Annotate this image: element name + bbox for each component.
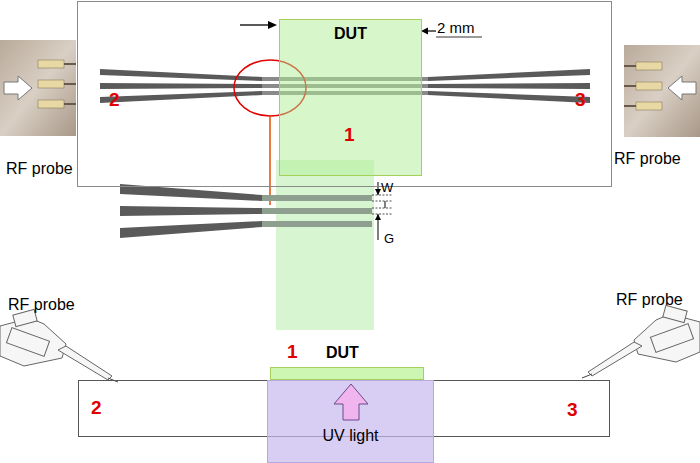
probe-photo — [38, 80, 64, 88]
port-number: 3 — [575, 90, 586, 111]
probe-photo — [624, 85, 636, 87]
probe-photo — [636, 82, 662, 90]
zoom-view — [120, 160, 392, 330]
probe-label: RF probe — [6, 160, 73, 178]
probe-drawing — [6, 328, 49, 357]
probe-photo — [624, 45, 700, 137]
probe-photo — [4, 76, 32, 100]
probe-drawing — [0, 318, 66, 366]
probe-photo — [64, 83, 76, 85]
dimension-label: W — [381, 181, 393, 195]
probe-drawing — [58, 346, 112, 380]
dimension-arrow — [268, 21, 277, 29]
dut-box: DUT 1 — [279, 19, 422, 176]
zoom-view — [372, 214, 392, 215]
zoom-view — [375, 189, 381, 195]
probe-drawing — [650, 324, 693, 353]
zoom-callout — [269, 116, 271, 205]
probe-drawing — [582, 374, 592, 378]
probe-drawing — [634, 314, 700, 362]
probe-photo — [636, 62, 662, 70]
probe-photo — [64, 63, 76, 65]
substrate-box: 2 3 DUT 1 — [77, 1, 612, 187]
zoom-view — [262, 208, 372, 214]
port-number: 3 — [567, 400, 578, 421]
dut-label: DUT — [326, 344, 359, 362]
dimension-arrow — [421, 28, 428, 35]
port-number: 2 — [91, 398, 102, 419]
probe-drawing — [0, 309, 118, 382]
cpw-line — [428, 83, 590, 89]
probe-label: RF probe — [616, 291, 683, 309]
port-number: 2 — [109, 90, 120, 111]
uv-label: UV light — [268, 427, 433, 445]
cpw-line — [428, 91, 590, 103]
zoom-view — [372, 201, 392, 202]
probe-drawing — [582, 305, 700, 378]
zoom-view — [262, 221, 372, 227]
zoom-view — [262, 195, 372, 201]
probe-photo — [0, 40, 76, 136]
probe-photo — [38, 100, 64, 108]
cpw-line — [428, 69, 590, 81]
zoom-view — [385, 201, 386, 208]
probe-photo — [624, 105, 636, 107]
cpw-line — [100, 83, 262, 89]
zoom-view — [372, 208, 392, 209]
probe-photo — [0, 40, 76, 136]
probe-photo — [624, 45, 700, 137]
probe-photo — [38, 60, 64, 68]
zoom-view — [375, 214, 381, 220]
zoom-view — [276, 160, 374, 330]
dut-label: DUT — [280, 25, 421, 43]
dimension-label: 2 mm — [437, 20, 475, 37]
probe-photo — [668, 76, 696, 100]
dimension-arrow — [436, 37, 482, 38]
callout-number: 1 — [344, 125, 355, 146]
zoom-view — [120, 221, 262, 238]
callout-number: 1 — [287, 342, 298, 363]
zoom-view — [120, 206, 262, 216]
dut-strip: 1DUT — [270, 367, 424, 380]
dimension-arrow — [240, 24, 270, 25]
probe-photo — [636, 102, 662, 110]
uv-arrow — [334, 384, 368, 420]
probe-drawing — [588, 342, 642, 376]
probe-label: RF probe — [614, 150, 681, 168]
probe-photo — [624, 65, 636, 67]
dimension-label: G — [384, 232, 394, 246]
uv-source-box: UV light — [267, 380, 434, 463]
probe-photo — [64, 103, 76, 105]
uv-arrow — [334, 384, 368, 420]
probe-label: RF probe — [8, 296, 75, 314]
